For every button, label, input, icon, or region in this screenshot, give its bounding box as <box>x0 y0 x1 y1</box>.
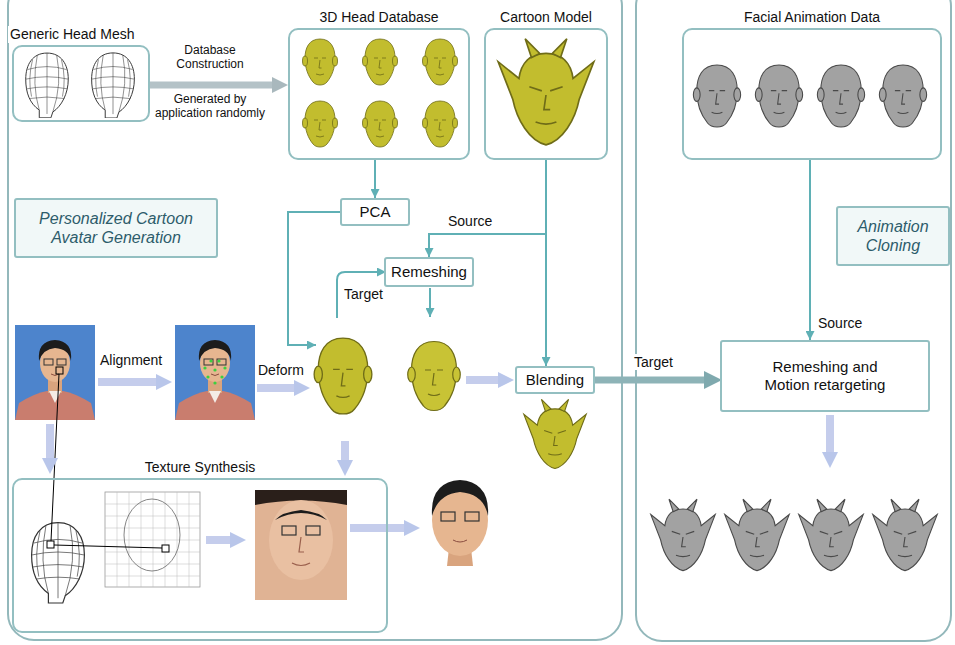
group-heading: Texture Synthesis <box>143 459 258 476</box>
process-box: Blending <box>515 366 595 394</box>
wireframe-head <box>32 523 85 603</box>
cartoon-model <box>498 39 594 145</box>
right-panel <box>636 0 951 641</box>
group-heading: Generic Head Mesh <box>8 26 137 43</box>
stage-label: Personalized Cartoon Avatar Generation <box>14 198 218 258</box>
box-label: Blending <box>526 371 584 389</box>
connector <box>374 160 376 198</box>
head-database <box>303 39 458 147</box>
sample-square <box>56 367 63 374</box>
process-box: Remeshing and Motion retargeting <box>720 340 930 412</box>
group-frame: Generic Head Mesh <box>12 45 150 122</box>
wireframe-head <box>26 53 69 118</box>
uv-grid <box>105 492 200 587</box>
connector <box>809 160 811 340</box>
box-label: Remeshing and Motion retargeting <box>755 358 895 394</box>
group-heading: 3D Head Database <box>317 9 440 26</box>
animation-heads <box>693 65 926 127</box>
flow-arrow <box>150 82 272 89</box>
remeshed-head <box>408 342 461 411</box>
group-frame: Cartoon Model <box>484 28 608 160</box>
group-heading: Cartoon Model <box>498 9 594 26</box>
annotation: Alignment <box>100 352 162 368</box>
flow-arrow <box>50 380 830 540</box>
annotation: Deform <box>258 362 304 378</box>
annotation: Generated by application randomly <box>150 93 270 121</box>
deformed-head <box>314 338 372 414</box>
group-frame: 3D Head Database <box>288 28 470 160</box>
textured-head <box>432 480 488 566</box>
flow-arrow <box>595 377 704 384</box>
animated-avatars <box>651 499 937 570</box>
edge-label: Database Construction <box>150 44 270 72</box>
process-box: PCA <box>340 198 410 226</box>
box-label: Remeshing <box>391 263 467 281</box>
left-panel <box>8 0 622 640</box>
box-label: PCA <box>360 203 391 221</box>
annotation: Target <box>344 286 383 302</box>
wireframe-head <box>92 53 135 118</box>
stage-label-text: Personalized Cartoon Avatar Generation <box>21 209 211 247</box>
edge-label: Target <box>634 354 673 370</box>
photo <box>15 325 95 420</box>
feature-points <box>203 359 226 384</box>
process-box: Remeshing <box>384 257 474 287</box>
aligned-photo <box>175 325 255 420</box>
texture-image <box>255 490 347 600</box>
sample-square <box>47 541 54 548</box>
group-frame: Facial Animation Data <box>682 28 942 160</box>
group-heading: Facial Animation Data <box>742 9 882 26</box>
blended-avatar <box>524 399 586 468</box>
stage-label: Animation Cloning <box>836 206 950 266</box>
edge-label: Source <box>818 315 862 331</box>
group-frame: Texture Synthesis <box>12 478 388 633</box>
stage-label-text: Animation Cloning <box>843 217 943 255</box>
connector <box>545 160 547 366</box>
edge-label: Source <box>448 213 492 229</box>
connector <box>429 160 546 257</box>
